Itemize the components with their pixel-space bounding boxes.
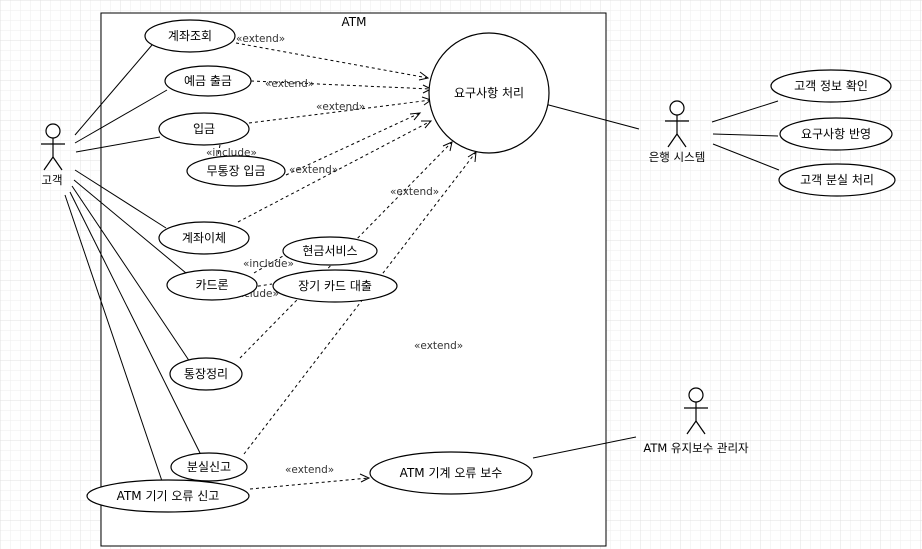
svg-text:현금서비스: 현금서비스 xyxy=(302,244,357,258)
stick-figure-icon xyxy=(41,123,65,171)
stick-figure-icon xyxy=(684,387,708,435)
svg-text:ATM 기계 오류 보수: ATM 기계 오류 보수 xyxy=(400,466,503,480)
system-title: ATM xyxy=(342,15,367,29)
svg-text:카드론: 카드론 xyxy=(195,278,228,292)
actor-bank-label: 은행 시스템 xyxy=(649,150,706,164)
use-case-process-request[interactable]: 요구사항 처리 xyxy=(428,32,550,154)
svg-text:분실신고: 분실신고 xyxy=(187,460,231,474)
use-case-bankbook-free-deposit[interactable]: 무통장 입금 xyxy=(186,155,286,187)
svg-text:«include»: «include» xyxy=(243,258,294,270)
svg-text:«extend»: «extend» xyxy=(414,340,463,352)
svg-text:«extend»: «extend» xyxy=(236,33,285,45)
use-case-transfer[interactable]: 계좌이체 xyxy=(158,221,250,255)
use-case-apply-request[interactable]: 요구사항 반영 xyxy=(779,117,893,151)
use-case-cash-service[interactable]: 현금서비스 xyxy=(282,236,378,266)
svg-text:«extend»: «extend» xyxy=(285,464,334,476)
svg-text:«extend»: «extend» xyxy=(316,101,365,113)
use-case-withdraw[interactable]: 예금 출금 xyxy=(164,65,252,97)
actor-maintainer-label: ATM 유지보수 관리자 xyxy=(643,441,749,455)
actor-bank-system[interactable]: 은행 시스템 xyxy=(649,100,706,164)
dependencies: «extend» «extend» «extend» «include» «ex… xyxy=(206,33,477,490)
actor-atm-maintainer[interactable]: ATM 유지보수 관리자 xyxy=(643,387,749,455)
use-case-atm-error-report[interactable]: ATM 기기 오류 신고 xyxy=(86,479,250,513)
svg-text:입금: 입금 xyxy=(193,122,215,136)
use-case-long-term-card-loan[interactable]: 장기 카드 대출 xyxy=(272,269,398,303)
svg-text:요구사항 반영: 요구사항 반영 xyxy=(801,127,871,141)
svg-text:무통장 입금: 무통장 입금 xyxy=(206,164,265,178)
svg-text:계좌조회: 계좌조회 xyxy=(168,29,212,43)
svg-text:장기 카드 대출: 장기 카드 대출 xyxy=(298,279,372,293)
svg-text:통장정리: 통장정리 xyxy=(184,367,228,381)
use-case-handle-loss[interactable]: 고객 분실 처리 xyxy=(778,163,896,197)
stick-figure-icon xyxy=(665,100,689,148)
actor-customer-label: 고객 xyxy=(41,173,62,187)
use-case-atm-error-repair[interactable]: ATM 기계 오류 보수 xyxy=(369,451,533,495)
svg-text:계좌이체: 계좌이체 xyxy=(182,231,226,245)
customer-associations xyxy=(64,44,203,485)
use-case-loss-report[interactable]: 분실신고 xyxy=(170,452,248,482)
svg-text:고객 정보 확인: 고객 정보 확인 xyxy=(794,79,868,93)
svg-text:«extend»: «extend» xyxy=(289,164,338,176)
use-case-account-inquiry[interactable]: 계좌조회 xyxy=(144,19,236,53)
svg-text:«extend»: «extend» xyxy=(390,186,439,198)
svg-text:ATM 기기 오류 신고: ATM 기기 오류 신고 xyxy=(117,489,220,503)
actor-customer[interactable]: 고객 xyxy=(41,123,65,187)
bank-associations xyxy=(532,100,780,459)
svg-text:고객 분실 처리: 고객 분실 처리 xyxy=(800,173,874,187)
use-case-deposit[interactable]: 입금 xyxy=(158,112,250,146)
svg-text:요구사항 처리: 요구사항 처리 xyxy=(454,86,524,100)
use-case-verify-customer-info[interactable]: 고객 정보 확인 xyxy=(770,69,892,103)
svg-text:예금 출금: 예금 출금 xyxy=(184,74,232,88)
use-case-passbook-update[interactable]: 통장정리 xyxy=(169,357,243,391)
use-case-card-loan[interactable]: 카드론 xyxy=(166,269,258,301)
svg-text:«extend»: «extend» xyxy=(265,78,314,90)
